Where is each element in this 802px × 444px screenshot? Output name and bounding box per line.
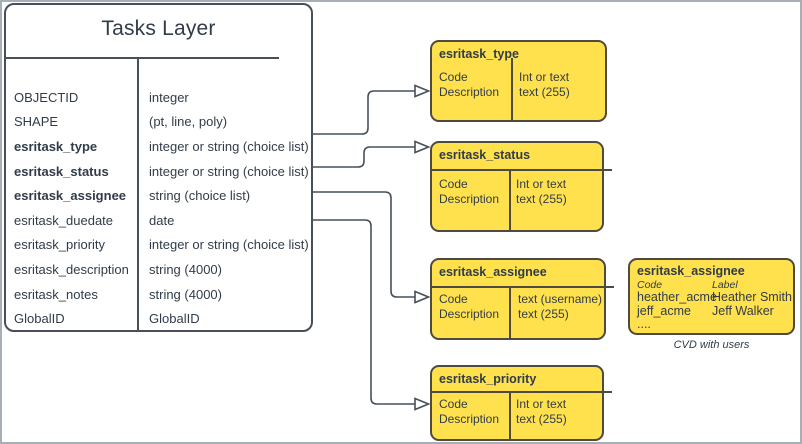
domain-box-divider <box>509 391 511 439</box>
cvd-caption: CVD with users <box>673 339 750 351</box>
domain-box-divider <box>511 58 513 120</box>
connector-esritask-priority <box>313 219 415 405</box>
arrowhead-icon <box>414 84 431 98</box>
domain-box-field-column: Code Description <box>439 177 500 206</box>
domain-box-type-column: Int or text text (255) <box>519 70 570 99</box>
connector-esritask-status <box>313 146 415 168</box>
cvd-users-box: esritask_assignee Code Label heather_acm… <box>628 258 795 335</box>
tasks-layer-title: Tasks Layer <box>101 17 216 40</box>
domain-box-header-separator <box>430 169 612 171</box>
title-separator <box>6 57 279 59</box>
domain-box-type-column: Int or text text (255) <box>516 177 567 206</box>
domain-box-divider <box>509 169 511 230</box>
cvd-box-title: esritask_assignee <box>637 264 745 278</box>
domain-box-header-separator <box>430 391 612 393</box>
domain-box-esritask-assignee: esritask_assignee Code Description text … <box>430 258 614 340</box>
field-row-shape: SHAPE (pt, line, poly) <box>14 114 228 130</box>
domain-box-esritask-status: esritask_status Code Description Int or … <box>430 141 612 232</box>
field-row-esritask-type: esritask_type integer or string (choice … <box>14 138 309 154</box>
domain-box-type-column: Int or text text (255) <box>516 397 567 426</box>
field-row-objectid: OBJECTID integer <box>14 89 189 105</box>
domain-box-title: esritask_assignee <box>439 265 547 279</box>
domain-box-title: esritask_status <box>439 148 531 162</box>
arrowhead-icon <box>414 397 431 411</box>
field-row-esritask-status: esritask_status integer or string (choic… <box>14 163 309 179</box>
field-row-esritask-duedate: esritask_duedate date <box>14 212 175 228</box>
tasks-layer-box: Tasks Layer OBJECTID integer SHAPE (pt, … <box>4 3 313 332</box>
connector-esritask-type <box>313 90 415 135</box>
column-divider <box>137 57 139 330</box>
cvd-header-label: Label <box>712 279 738 291</box>
domain-box-divider <box>509 286 511 338</box>
domain-box-field-column: Code Description <box>439 70 500 99</box>
field-row-esritask-notes: esritask_notes string (4000) <box>14 286 222 302</box>
domain-box-field-column: Code Description <box>439 397 500 426</box>
connector-esritask-assignee <box>313 191 415 298</box>
field-row-esritask-assignee: esritask_assignee string (choice list) <box>14 188 251 204</box>
field-row-esritask-priority: esritask_priority integer or string (cho… <box>14 237 309 253</box>
domain-box-esritask-priority: esritask_priority Code Description Int o… <box>430 365 612 441</box>
domain-box-esritask-type: esritask_type Code Description Int or te… <box>430 40 607 122</box>
field-row-globalid: GlobalID GlobalID <box>14 311 200 327</box>
domain-box-type-column: text (username) text (255) <box>518 292 603 321</box>
domain-box-header-separator <box>430 286 614 288</box>
arrowhead-icon <box>414 290 431 304</box>
field-row-esritask-description: esritask_description string (4000) <box>14 261 222 277</box>
cvd-header-code: Code <box>637 279 663 291</box>
domain-box-title: esritask_priority <box>439 372 537 386</box>
arrowhead-icon <box>414 140 431 154</box>
domain-box-field-column: Code Description <box>439 292 500 321</box>
domain-box-title: esritask_type <box>439 47 519 61</box>
tasks-layer-rows: OBJECTID integer SHAPE (pt, line, poly) … <box>6 85 311 331</box>
